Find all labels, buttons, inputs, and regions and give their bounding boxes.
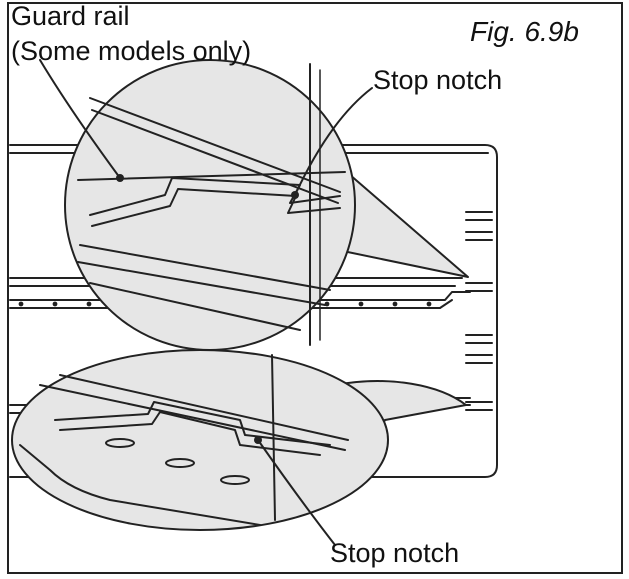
guard-rail-pointer-dot — [116, 174, 124, 182]
figure-label: Fig. 6.9b — [470, 16, 579, 47]
guard-rail-label: Guard rail — [11, 1, 130, 31]
leader-lines — [39, 59, 373, 546]
guard-rail-note: (Some models only) — [11, 36, 252, 66]
lower-magnifier — [11, 349, 467, 531]
upper-magnifier — [64, 59, 469, 351]
rack-support-slots — [465, 211, 493, 411]
stop-notch-lower-pointer-dot — [254, 436, 262, 444]
stop-notch-upper-pointer-dot — [291, 191, 299, 199]
stop-notch-upper-label: Stop notch — [373, 65, 503, 95]
stop-notch-lower-label: Stop notch — [330, 538, 460, 568]
